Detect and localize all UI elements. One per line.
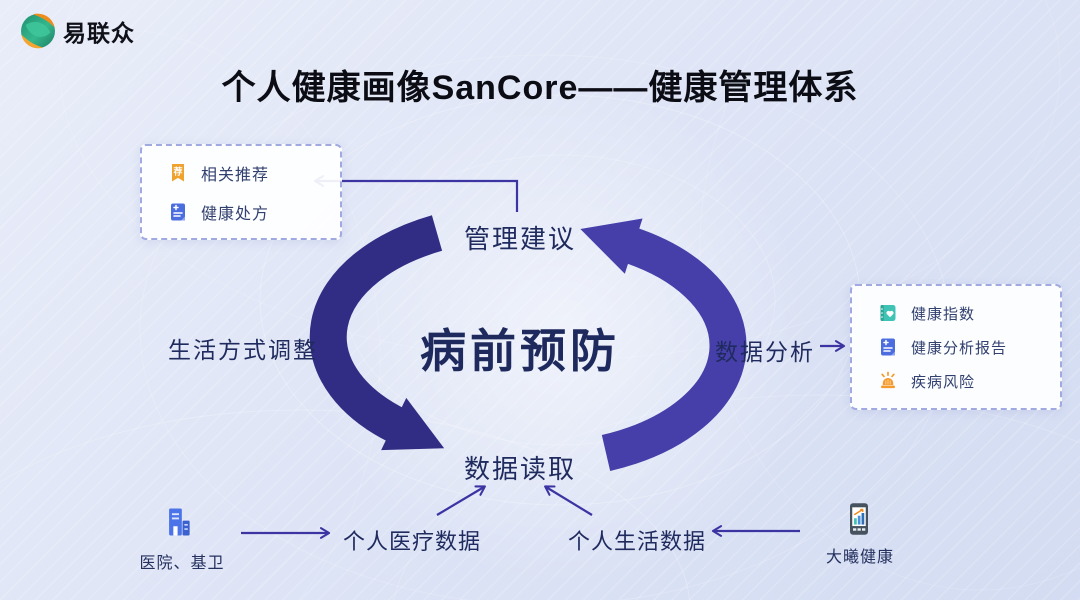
list-item: 健康处方: [168, 200, 340, 224]
report-icon: [881, 338, 895, 356]
logo-text: 易联众: [63, 20, 135, 46]
connector-advice-to-recommend: [313, 175, 519, 212]
connector-life-to-read: [544, 485, 593, 516]
cycle-top-label: 管理建议: [463, 224, 576, 254]
list-item: 健康指数: [878, 303, 1060, 324]
cycle-right-label: 数据分析: [715, 339, 815, 365]
bookmark-icon: 荐: [172, 163, 184, 181]
hospital-icon: [169, 508, 190, 536]
cycle-center-label: 病前预防: [420, 325, 620, 377]
box-item-label: 疾病风险: [911, 373, 976, 391]
connector-medical-to-read: [436, 485, 486, 516]
daxi-source-label: 大曦健康: [825, 549, 894, 566]
prescription-icon: [171, 203, 185, 220]
hospital-source-label: 医院、基卫: [139, 555, 225, 572]
box-item-label: 健康指数: [911, 305, 976, 323]
cycle-bottom-label: 数据读取: [463, 454, 576, 484]
medical-data-label: 个人医疗数据: [342, 529, 481, 554]
box-item-label: 健康处方: [201, 205, 270, 223]
box-item-label: 健康分析报告: [911, 339, 1008, 357]
health-index-icon: [880, 305, 896, 321]
cycle-left-label: 生活方式调整: [168, 337, 318, 363]
list-item: 健康分析报告: [878, 337, 1060, 358]
alarm-icon: [881, 371, 895, 389]
phone-chart-icon: [850, 503, 868, 535]
svg-text:荐: 荐: [172, 165, 182, 176]
list-item: 疾病风险: [878, 371, 1060, 392]
box-item-label: 相关推荐: [201, 166, 270, 184]
life-data-label: 个人生活数据: [567, 529, 706, 554]
logo: 易联众: [20, 13, 135, 49]
page-title: 个人健康画像SanCore——健康管理体系: [221, 69, 859, 107]
list-item: 荐 相关推荐: [168, 161, 340, 185]
analysis-box: 健康指数 健康分析报告 疾病风险: [850, 284, 1062, 410]
recommendation-box: 荐 相关推荐 健康处方: [140, 144, 342, 240]
sphere-swirl-logo-icon: [21, 13, 55, 49]
